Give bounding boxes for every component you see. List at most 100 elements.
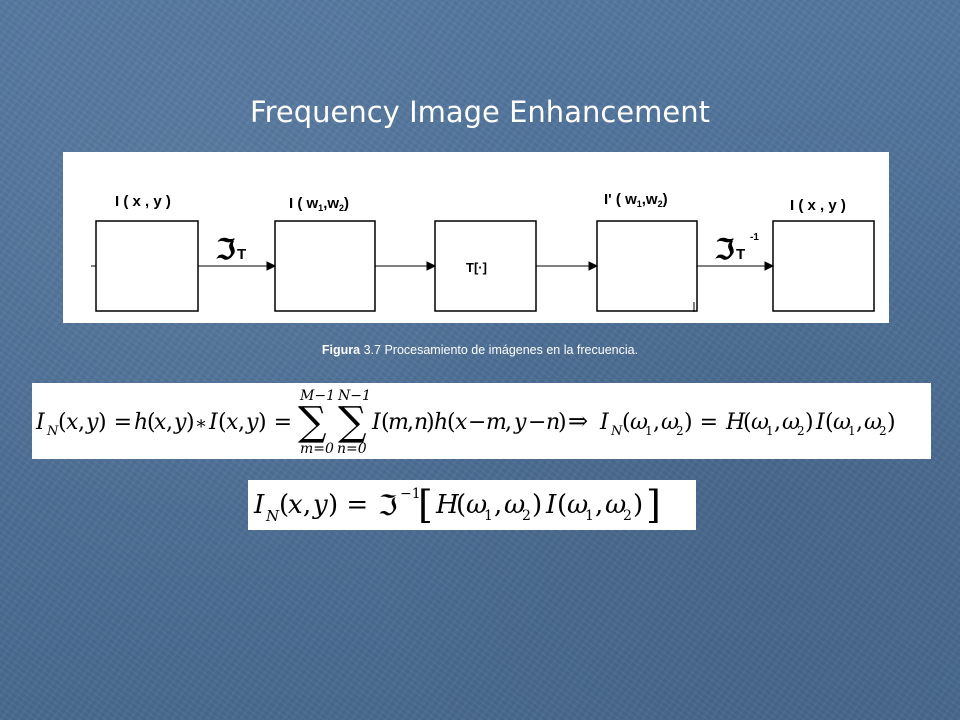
svg-text:y: y bbox=[513, 410, 527, 435]
svg-text:(: ( bbox=[218, 410, 227, 435]
svg-text:): ) bbox=[887, 410, 896, 435]
inverse-transform-equation-render: I N ( x , y ) = ℑ −1 [ H ( ω 1 , ω 2 ) I… bbox=[253, 483, 661, 527]
inverse-transform-superscript: -1 bbox=[750, 232, 759, 243]
inverse-transform-symbol: ℑ bbox=[715, 233, 735, 266]
svg-text:,: , bbox=[78, 410, 85, 435]
svg-text:∑: ∑ bbox=[338, 399, 367, 445]
svg-text:x: x bbox=[66, 410, 79, 435]
convolution-equation: I N ( x , y ) = h ( x , y ) ∗ I ( x , y … bbox=[32, 383, 931, 459]
svg-text:h: h bbox=[134, 410, 148, 435]
block-frequency-input bbox=[274, 220, 376, 312]
svg-text:(: ( bbox=[456, 490, 466, 520]
svg-text:(: ( bbox=[58, 410, 67, 435]
svg-text:1: 1 bbox=[645, 424, 653, 438]
svg-text:(: ( bbox=[381, 410, 390, 435]
svg-text:h: h bbox=[434, 410, 448, 435]
arrow-1 bbox=[198, 261, 277, 271]
svg-text:n: n bbox=[414, 410, 428, 435]
svg-text:x: x bbox=[288, 490, 303, 520]
svg-text:2: 2 bbox=[676, 424, 684, 438]
svg-text:ω: ω bbox=[833, 410, 851, 435]
arrow-4 bbox=[697, 261, 775, 271]
svg-text:,: , bbox=[494, 490, 502, 520]
arrow-2 bbox=[375, 261, 437, 271]
svg-text:) =: ) = bbox=[258, 410, 292, 435]
svg-text:I: I bbox=[253, 490, 265, 520]
svg-text:): ) bbox=[186, 410, 195, 435]
svg-text:ω: ω bbox=[605, 490, 626, 520]
svg-text:]: ] bbox=[646, 483, 661, 527]
svg-text:ω: ω bbox=[751, 410, 769, 435]
label-spatial-input: I ( x , y ) bbox=[115, 193, 171, 210]
svg-text:x: x bbox=[226, 410, 239, 435]
svg-text:N: N bbox=[46, 424, 59, 439]
inverse-transform-subscript: T bbox=[736, 246, 745, 263]
svg-text:N: N bbox=[265, 507, 280, 525]
svg-text:N: N bbox=[610, 424, 623, 439]
svg-text:,: , bbox=[303, 490, 311, 520]
svg-text:ω: ω bbox=[567, 490, 588, 520]
svg-text:) =: ) = bbox=[684, 410, 718, 435]
inverse-transform-equation: I N ( x , y ) = ℑ −1 [ H ( ω 1 , ω 2 ) I… bbox=[248, 480, 696, 530]
svg-text:[: [ bbox=[418, 483, 433, 527]
svg-text:): ) bbox=[532, 490, 542, 520]
svg-text:2: 2 bbox=[522, 508, 531, 524]
svg-text:H: H bbox=[725, 410, 746, 435]
svg-text:1: 1 bbox=[585, 508, 594, 524]
svg-text:m=0: m=0 bbox=[300, 441, 334, 457]
svg-text:M−1: M−1 bbox=[299, 388, 335, 404]
arrow-3 bbox=[536, 261, 599, 271]
svg-text:ω: ω bbox=[661, 410, 679, 435]
svg-text:(: ( bbox=[447, 410, 456, 435]
svg-text:ω: ω bbox=[504, 490, 525, 520]
svg-text:,: , bbox=[166, 410, 173, 435]
svg-text:) =: ) = bbox=[328, 490, 368, 520]
svg-text:∑: ∑ bbox=[298, 399, 327, 445]
label-spatial-output: I ( x , y ) bbox=[790, 197, 846, 214]
svg-text:,: , bbox=[856, 410, 863, 435]
svg-text:⇒: ⇒ bbox=[568, 407, 588, 435]
svg-text:,: , bbox=[238, 410, 245, 435]
svg-text:∗: ∗ bbox=[195, 413, 207, 434]
svg-text:2: 2 bbox=[879, 424, 887, 438]
svg-text:−1: −1 bbox=[400, 486, 421, 502]
block-frequency-output bbox=[596, 220, 698, 312]
svg-text:1: 1 bbox=[848, 424, 856, 438]
svg-text:): ) bbox=[633, 490, 643, 520]
svg-text:,: , bbox=[407, 410, 414, 435]
svg-text:N−1: N−1 bbox=[337, 388, 371, 404]
svg-text:,: , bbox=[505, 410, 512, 435]
svg-text:ω: ω bbox=[630, 410, 648, 435]
svg-text:): ) bbox=[426, 410, 435, 435]
figure-caption: Figura 3.7 Procesamiento de imágenes en … bbox=[0, 343, 960, 357]
svg-text:m: m bbox=[388, 410, 409, 435]
svg-text:) =: ) = bbox=[98, 410, 132, 435]
block-spatial-output bbox=[772, 220, 875, 312]
svg-text:(: ( bbox=[557, 490, 567, 520]
label-frequency-output: I' ( w1,w2) bbox=[604, 191, 668, 209]
slide-title: Frequency Image Enhancement bbox=[250, 95, 710, 129]
svg-text:(: ( bbox=[147, 410, 156, 435]
svg-text:(: ( bbox=[825, 410, 834, 435]
svg-text:,: , bbox=[774, 410, 781, 435]
svg-text:I: I bbox=[599, 410, 610, 435]
label-frequency-input: I ( w1,w2) bbox=[289, 195, 349, 213]
svg-text:m: m bbox=[486, 410, 507, 435]
svg-text:(: ( bbox=[743, 410, 752, 435]
svg-text:1: 1 bbox=[484, 508, 493, 524]
caption-text: 3.7 Procesamiento de imágenes en la frec… bbox=[360, 343, 639, 357]
svg-text:I: I bbox=[208, 410, 219, 435]
svg-text:n: n bbox=[546, 410, 560, 435]
svg-text:y: y bbox=[245, 410, 259, 435]
svg-text:y: y bbox=[85, 410, 99, 435]
svg-text:,: , bbox=[653, 410, 660, 435]
svg-text:n=0: n=0 bbox=[337, 441, 367, 457]
svg-text:2: 2 bbox=[623, 508, 632, 524]
operator-label: T[·] bbox=[466, 260, 487, 275]
svg-text:I: I bbox=[35, 410, 46, 435]
convolution-equation-render: I N ( x , y ) = h ( x , y ) ∗ I ( x , y … bbox=[35, 388, 896, 457]
svg-text:I: I bbox=[371, 410, 382, 435]
svg-text:−: − bbox=[468, 410, 486, 435]
svg-text:ω: ω bbox=[864, 410, 882, 435]
fourier-transform-subscript: T bbox=[237, 246, 246, 263]
